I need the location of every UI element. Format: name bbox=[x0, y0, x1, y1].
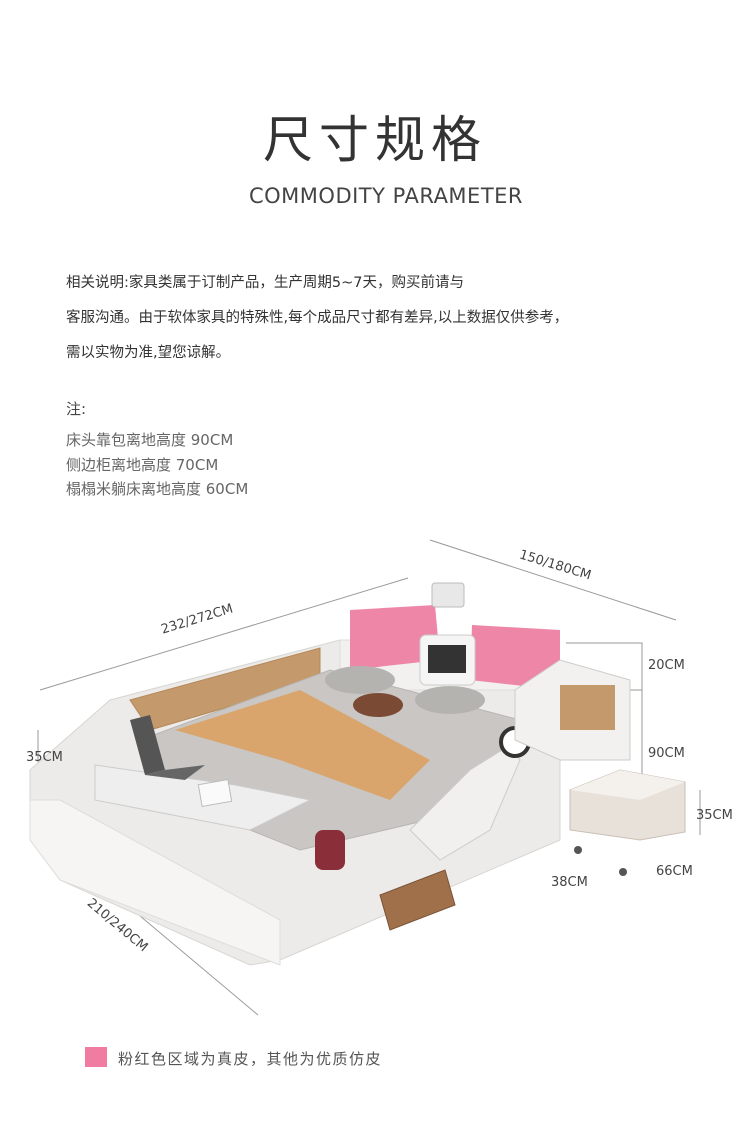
legend-swatch bbox=[85, 1047, 107, 1067]
page-subtitle: COMMODITY PARAMETER bbox=[248, 184, 524, 208]
throw-blanket bbox=[175, 690, 430, 800]
dimension-headrest-top: 20CM bbox=[648, 658, 685, 673]
notes-list: 床头靠包离地高度 90CM 侧边柜离地高度 70CM 榻榻米躺床离地高度 60C… bbox=[66, 428, 248, 502]
description: 相关说明:家具类属于订制产品，生产周期5~7天，购买前请与 客服沟通。由于软体家… bbox=[66, 266, 568, 371]
dimension-base-height: 35CM bbox=[26, 750, 63, 765]
note-item: 床头靠包离地高度 90CM bbox=[66, 431, 234, 449]
laptop bbox=[130, 715, 165, 775]
description-line: 需以实物为准,望您谅解。 bbox=[66, 345, 231, 361]
dimension-headboard-height: 90CM bbox=[648, 746, 685, 761]
lounge-chair bbox=[409, 744, 521, 861]
dimension-stool-length: 66CM bbox=[656, 864, 693, 879]
dimension-stool-height: 35CM bbox=[696, 808, 733, 823]
description-line: 客服沟通。由于软体家具的特殊性,每个成品尺寸都有差异,以上数据仅供参考， bbox=[66, 310, 569, 326]
note-item: 榻榻米躺床离地高度 60CM bbox=[66, 480, 249, 498]
legend-text: 粉红色区域为真皮，其他为优质仿皮 bbox=[118, 1050, 383, 1068]
notes-label: 注: bbox=[66, 400, 87, 418]
dimension-stool-width: 38CM bbox=[551, 875, 588, 890]
note-item: 侧边柜离地高度 70CM bbox=[66, 455, 219, 474]
pink-headrest-right bbox=[470, 625, 560, 690]
page-title: 尺寸规格 bbox=[263, 111, 487, 169]
pink-headrest-left bbox=[350, 605, 440, 670]
drawer bbox=[379, 869, 456, 931]
description-line: 相关说明:家具类属于订制产品，生产周期5~7天，购买前请与 bbox=[66, 275, 464, 291]
projector bbox=[431, 582, 465, 608]
bed-illustration bbox=[29, 539, 701, 1016]
